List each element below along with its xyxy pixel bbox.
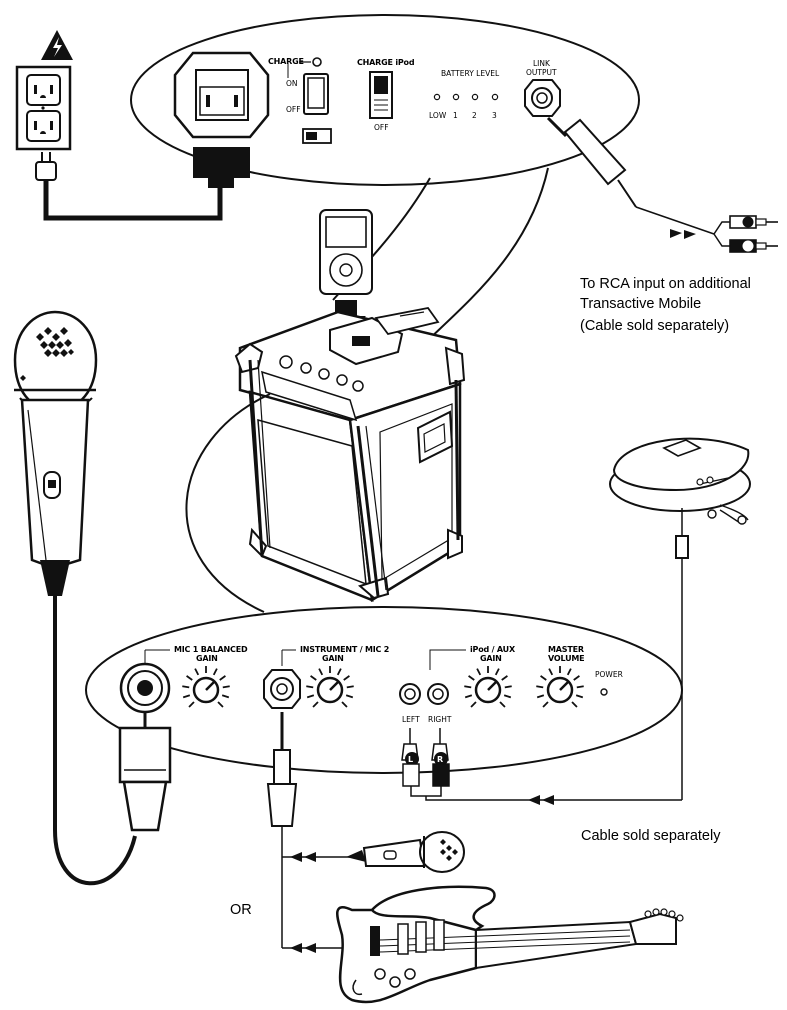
instrument-jack[interactable]: INSTRUMENT / MIC 2 GAIN [263, 645, 389, 709]
cd-aux-cable [432, 508, 689, 805]
master-volume: MASTER VOLUME [548, 645, 585, 663]
svg-text:iPod / AUX: iPod / AUX [470, 645, 516, 654]
power-switch[interactable]: ON OFF [286, 73, 329, 115]
top-control-panel: CHARGE ON OFF CHARGE iPod OFF BATTER [130, 14, 640, 186]
svg-text:GAIN: GAIN [196, 654, 218, 663]
instrument-plug-cable [266, 712, 352, 953]
svg-text:L: L [408, 755, 413, 764]
svg-text:POWER: POWER [595, 670, 623, 679]
svg-text:To RCA input on additional: To RCA input on additional [580, 276, 751, 292]
aux-gain-knob[interactable] [464, 666, 512, 708]
svg-text:GAIN: GAIN [480, 654, 502, 663]
electric-guitar-icon [336, 885, 684, 1004]
ac-power-inlet [173, 51, 270, 139]
callout-curve-top-right [425, 167, 549, 343]
svg-text:R: R [437, 755, 443, 764]
power-cord [43, 147, 250, 221]
small-microphone-icon [346, 831, 465, 873]
power-plug [35, 152, 57, 181]
speaker-unit [234, 307, 466, 603]
svg-text:Transactive Mobile: Transactive Mobile [580, 296, 701, 312]
bottom-control-panel: MIC 1 BALANCED GAIN INSTRUMENT / MIC 2 G… [85, 606, 683, 774]
cable-sold-separately-note: Cable sold separately [581, 828, 721, 844]
charge-ipod-switch[interactable]: CHARGE iPod OFF [357, 58, 415, 132]
mode-slide-switch[interactable] [302, 128, 332, 144]
svg-text:BATTERY LEVEL: BATTERY LEVEL [441, 69, 500, 78]
wall-outlet [15, 30, 73, 151]
callout-curve-bottom [185, 393, 271, 613]
svg-text:CHARGE: CHARGE [268, 57, 304, 66]
svg-text:CHARGE iPod: CHARGE iPod [357, 58, 415, 67]
rca-plug-right [729, 239, 778, 253]
rca-plug-left [729, 215, 778, 229]
svg-text:INSTRUMENT / MIC 2: INSTRUMENT / MIC 2 [300, 645, 389, 654]
svg-text:VOLUME: VOLUME [548, 654, 584, 663]
aux-rca-cable: L R [401, 728, 450, 801]
svg-text:OFF: OFF [374, 123, 389, 132]
svg-text:ON: ON [286, 79, 298, 88]
mic-cable [53, 596, 137, 886]
mic-grille-pattern [20, 327, 74, 381]
svg-text:MIC 1 BALANCED: MIC 1 BALANCED [174, 645, 248, 654]
or-label: OR [230, 902, 252, 918]
svg-text:OUTPUT: OUTPUT [526, 68, 557, 77]
ipod-icon [319, 209, 373, 336]
svg-text:LINK: LINK [533, 59, 551, 68]
svg-text:1: 1 [453, 111, 458, 120]
instrument-gain-knob[interactable] [306, 666, 354, 708]
battery-level-indicator: BATTERY LEVEL LOW 1 2 3 [429, 69, 500, 120]
svg-text:GAIN: GAIN [322, 654, 344, 663]
master-volume-knob[interactable] [536, 666, 584, 708]
handheld-microphone-icon [13, 310, 98, 596]
svg-text:MASTER: MASTER [548, 645, 584, 654]
mic1-gain-knob[interactable] [182, 666, 230, 708]
rca-note: To RCA input on additional Transactive M… [580, 276, 751, 334]
power-led: POWER [595, 670, 623, 696]
charge-indicator: CHARGE [268, 57, 322, 78]
xlr-connector [118, 712, 172, 832]
svg-text:2: 2 [472, 111, 477, 120]
link-output-jack[interactable]: LINK OUTPUT [524, 59, 561, 117]
svg-text:LOW: LOW [429, 111, 447, 120]
svg-text:(Cable sold separately): (Cable sold separately) [580, 318, 729, 334]
cd-player-icon [609, 437, 751, 525]
svg-text:OFF: OFF [286, 105, 301, 114]
link-output-cable [546, 116, 778, 253]
aux-input[interactable]: iPod / AUX GAIN LEFT RIGHT [399, 645, 516, 724]
svg-text:RIGHT: RIGHT [428, 715, 452, 724]
svg-text:LEFT: LEFT [402, 715, 420, 724]
svg-text:3: 3 [492, 111, 497, 120]
